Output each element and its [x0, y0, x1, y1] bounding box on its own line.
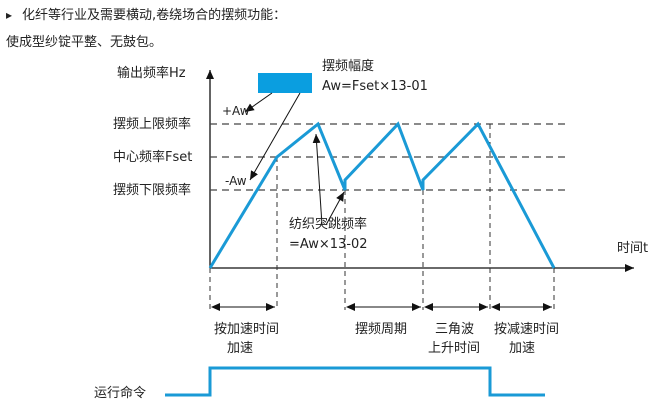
- run-command-signal: [165, 366, 545, 397]
- decel-phase-label-2: 加速: [509, 341, 536, 356]
- run-command-label: 运行命令: [94, 386, 147, 401]
- x-axis-label: 时间t: [617, 241, 649, 256]
- decel-phase-label-1: 按减速时间: [494, 322, 560, 337]
- rise-phase-label-2: 上升时间: [428, 341, 481, 356]
- header-line-2: 使成型纱锭平整、无鼓包。: [6, 35, 163, 50]
- minus-aw-label: -Aw: [225, 174, 247, 188]
- amplitude-formula: Aw=Fset×13-01: [322, 79, 428, 94]
- arrow-to-plus-aw: [244, 92, 273, 113]
- plus-aw-label: +Aw: [222, 104, 250, 118]
- arrow-to-minus-aw: [249, 92, 301, 181]
- rise-phase-label-1: 三角波: [435, 322, 475, 337]
- amplitude-legend-box: [258, 73, 312, 93]
- amplitude-title: 摆频幅度: [322, 59, 375, 74]
- y-axis-label: 输出频率Hz: [117, 66, 186, 81]
- header-bullet: ▸: [6, 8, 13, 22]
- jump-frequency-formula: =Aw×13-02: [289, 237, 368, 252]
- header-line-1: 化纤等行业及需要横动,卷绕场合的摆频功能：: [22, 8, 287, 23]
- jump-frequency-title: 纺织突跳频率: [289, 217, 368, 232]
- arrow-to-jump-2: [325, 191, 345, 226]
- period-phase-label: 摆频周期: [355, 322, 408, 337]
- accel-phase-label-1: 按加速时间: [214, 322, 280, 337]
- accel-phase-label-2: 加速: [227, 341, 254, 356]
- center-frequency-label: 中心频率Fset: [113, 150, 193, 165]
- frequency-waveform: [208, 121, 556, 269]
- arrow-to-jump-1: [312, 133, 323, 226]
- lower-limit-label: 摆频下限频率: [113, 183, 192, 198]
- upper-limit-label: 摆频上限频率: [113, 117, 192, 132]
